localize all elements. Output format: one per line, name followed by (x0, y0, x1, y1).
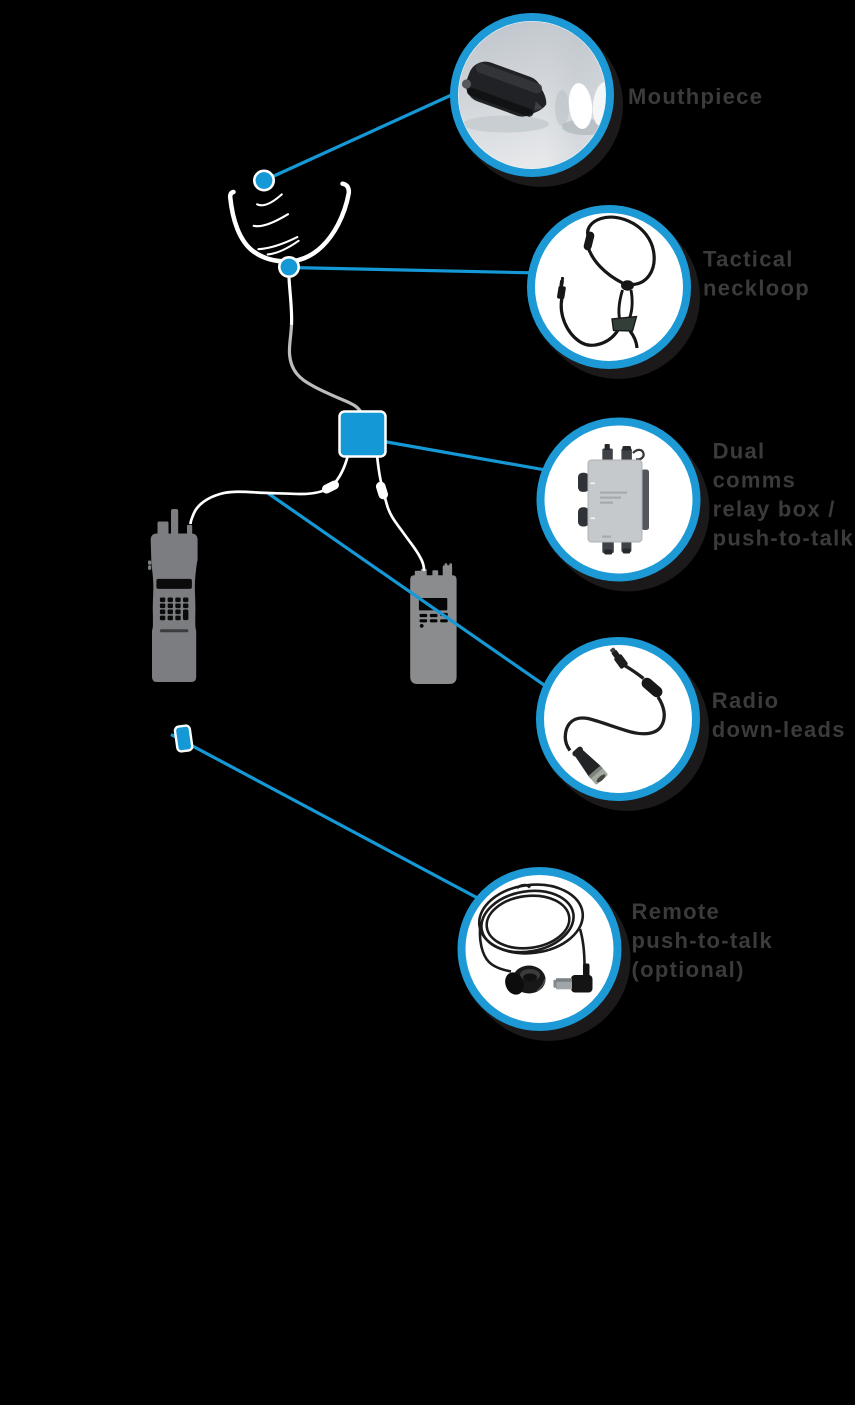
svg-text:relay box /: relay box / (713, 496, 836, 521)
svg-text:push-to-talk: push-to-talk (632, 928, 773, 953)
svg-text:(optional): (optional) (632, 957, 745, 982)
svg-text:neckloop: neckloop (703, 276, 810, 301)
svg-text:Dual: Dual (713, 438, 766, 463)
svg-text:push-to-talk: push-to-talk (713, 525, 854, 550)
svg-text:down-leads: down-leads (712, 717, 846, 742)
svg-text:comms: comms (713, 467, 797, 492)
svg-text:Tactical: Tactical (703, 247, 794, 272)
svg-text:Remote: Remote (632, 899, 721, 924)
svg-text:Radio: Radio (712, 688, 780, 713)
svg-text:Mouthpiece: Mouthpiece (628, 84, 763, 109)
